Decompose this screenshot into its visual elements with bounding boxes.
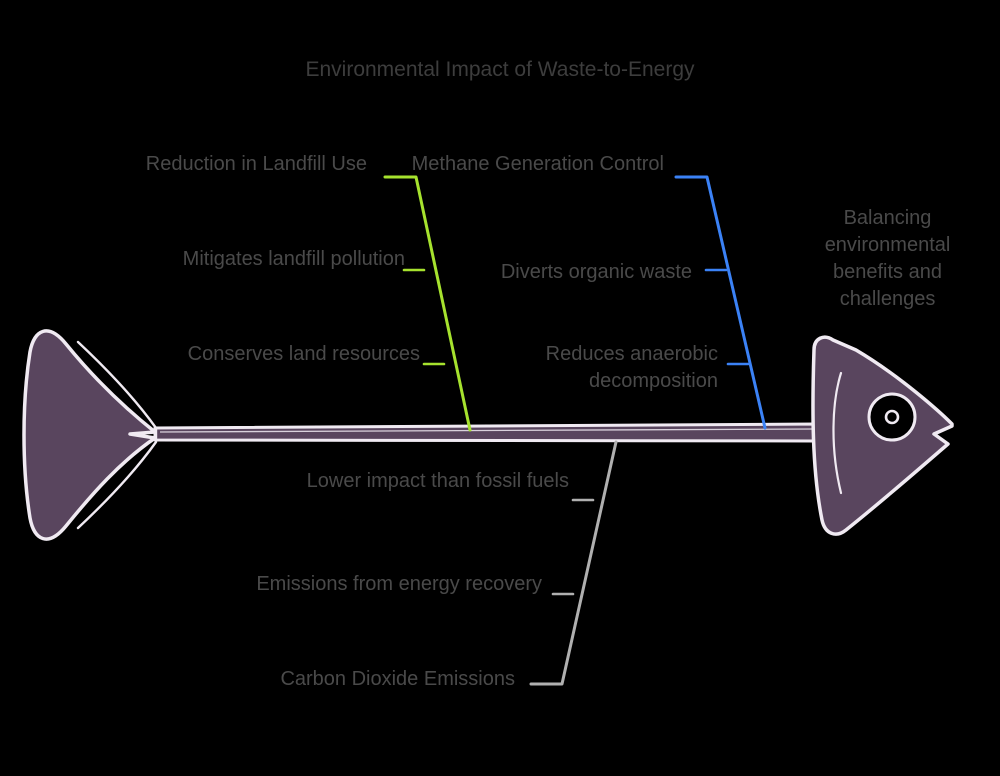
- fish-tail-icon: [22, 329, 158, 541]
- category-label-0: Reduction in Landfill Use: [145, 153, 367, 175]
- cause-item-0-1: Conserves land resources: [187, 343, 420, 365]
- branch-line-2: [529, 440, 618, 686]
- cause-item-1-1: Reduces anaerobic decomposition: [545, 343, 718, 392]
- tail-inner-curve: [76, 340, 158, 530]
- branch-line-1: [674, 175, 767, 430]
- spine-body: [153, 422, 820, 443]
- category-label-1: Methane Generation Control: [411, 153, 664, 175]
- page-title: Environmental Impact of Waste-to-Energy: [305, 58, 695, 81]
- tail-body: [22, 329, 157, 541]
- branch-1-path: [674, 175, 767, 430]
- branch-line-0: [383, 175, 472, 432]
- fish-spine: [153, 422, 820, 443]
- spine-highlight: [159, 428, 816, 433]
- effect-label: Balancing environmental benefits and cha…: [824, 207, 951, 310]
- fish-gill-icon: [832, 371, 843, 495]
- fish-pupil: [884, 409, 900, 425]
- category-label-2: Carbon Dioxide Emissions: [280, 668, 515, 690]
- cause-item-2-1: Emissions from energy recovery: [256, 573, 542, 595]
- cause-item-1-0: Diverts organic waste: [500, 261, 692, 283]
- cause-item-0-0: Mitigates landfill pollution: [182, 248, 405, 270]
- branch-0-path: [383, 175, 472, 432]
- cause-item-2-0: Lower impact than fossil fuels: [306, 470, 569, 492]
- fish-head-icon: [811, 335, 954, 536]
- branch-2-path: [529, 440, 618, 686]
